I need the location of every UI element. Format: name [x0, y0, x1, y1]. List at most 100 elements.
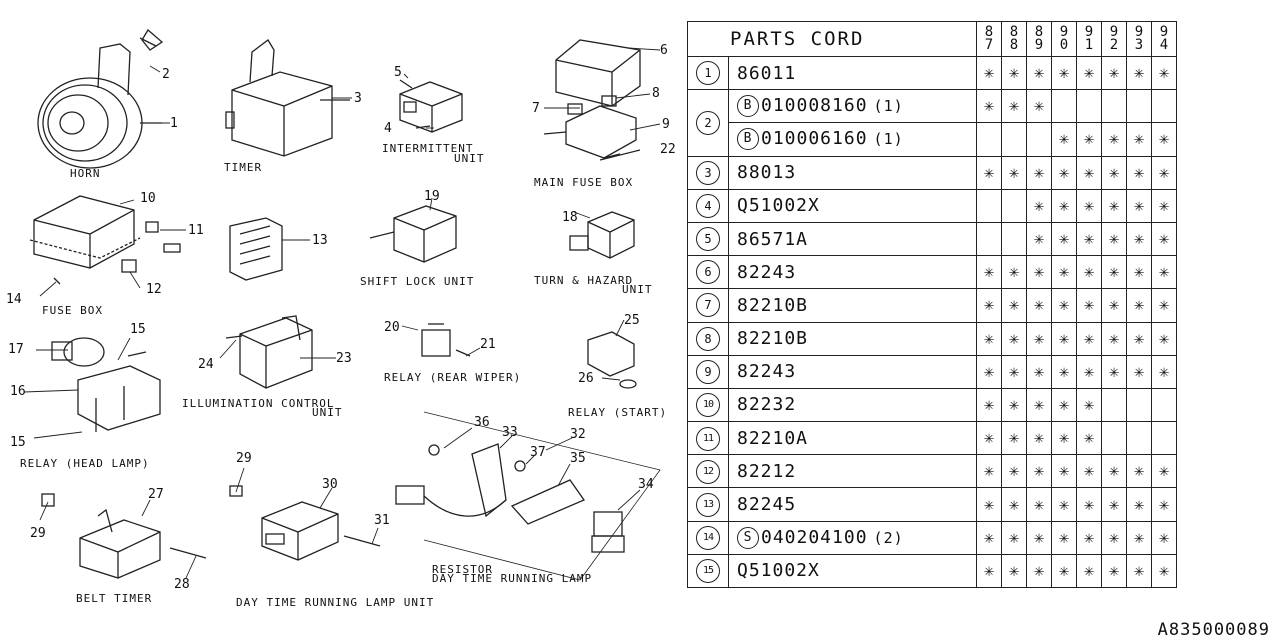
- horn-illustration: [37, 29, 164, 169]
- applicability-mark: ✳: [1033, 494, 1045, 515]
- applicability-mark: ✳: [1058, 527, 1070, 548]
- applicability-cell: ✳: [1051, 221, 1077, 257]
- intermittent-label: INTERMITTENT: [382, 142, 474, 155]
- applicability-mark: ✳: [1083, 328, 1095, 349]
- applicability-cell: ✳: [1026, 255, 1052, 290]
- applicability-mark: ✳: [983, 461, 995, 482]
- applicability-cell: ✳: [1001, 520, 1027, 555]
- part-code: 86011: [737, 62, 797, 84]
- resistor-drl-label: DAY TIME RUNNING LAMP: [432, 572, 593, 585]
- applicability-mark: ✳: [1008, 361, 1020, 382]
- applicability-cell: ✳: [1026, 188, 1052, 223]
- row-index-cell: 15: [687, 553, 729, 589]
- intermittent-unit-illustration: [399, 79, 463, 133]
- applicability-mark: ✳: [1058, 195, 1070, 216]
- callout-number: 23: [336, 351, 352, 366]
- callout-number: 20: [384, 320, 400, 335]
- applicability-mark: ✳: [983, 494, 995, 515]
- applicability-mark: ✳: [1083, 361, 1095, 382]
- applicability-mark: ✳: [1083, 295, 1095, 316]
- callout-number: 4: [384, 121, 392, 136]
- applicability-mark: ✳: [1133, 63, 1145, 84]
- row-index-cell: 12: [687, 454, 729, 489]
- applicability-mark: ✳: [1133, 494, 1145, 515]
- applicability-cell: ✳: [1051, 122, 1077, 157]
- belt-timer-illustration: [41, 493, 207, 579]
- applicability-mark: ✳: [1108, 63, 1120, 84]
- applicability-mark: ✳: [1158, 328, 1170, 349]
- applicability-mark: ✳: [1083, 394, 1095, 415]
- applicability-cell: ✳: [1151, 288, 1177, 323]
- applicability-cell: ✳: [1101, 188, 1127, 223]
- applicability-mark: ✳: [1008, 527, 1020, 548]
- applicability-cell: ✳: [1151, 454, 1177, 489]
- applicability-mark: ✳: [1083, 63, 1095, 84]
- shift-lock-unit-label: SHIFT LOCK UNIT: [360, 275, 475, 288]
- applicability-mark: ✳: [1158, 461, 1170, 482]
- row-index-cell: 10: [687, 387, 729, 423]
- applicability-mark: ✳: [1133, 361, 1145, 382]
- row-index-number: 9: [696, 359, 720, 384]
- applicability-mark: ✳: [983, 394, 995, 415]
- applicability-mark: ✳: [1058, 328, 1070, 349]
- applicability-mark: ✳: [983, 63, 995, 84]
- part-code: 040204100: [761, 526, 868, 548]
- applicability-mark: ✳: [1008, 262, 1020, 283]
- applicability-mark: ✳: [1108, 162, 1120, 183]
- row-index-number: 4: [696, 193, 720, 218]
- applicability-mark: ✳: [1133, 129, 1145, 150]
- resistor-label: RESISTOR: [432, 563, 493, 576]
- applicability-mark: ✳: [1108, 129, 1120, 150]
- callout-number: 5: [394, 65, 402, 80]
- part-code: 010008160: [761, 95, 868, 117]
- part-code-cell: 82210A: [728, 421, 977, 456]
- applicability-cell: ✳: [1151, 321, 1177, 356]
- applicability-cell: [1051, 89, 1077, 124]
- applicability-mark: ✳: [1083, 195, 1095, 216]
- applicability-mark: ✳: [1133, 461, 1145, 482]
- applicability-mark: ✳: [1033, 262, 1045, 283]
- applicability-cell: ✳: [1026, 421, 1052, 456]
- applicability-mark: ✳: [983, 295, 995, 316]
- applicability-mark: ✳: [1008, 428, 1020, 449]
- part-code-cell: 82210B: [728, 288, 977, 323]
- applicability-cell: ✳: [976, 387, 1002, 423]
- applicability-mark: ✳: [1108, 328, 1120, 349]
- callout-number: 10: [140, 191, 156, 206]
- applicability-mark: ✳: [1158, 63, 1170, 84]
- callout-number: 22: [660, 142, 676, 157]
- part-code-cell: 82232: [728, 387, 977, 423]
- applicability-cell: ✳: [1101, 55, 1127, 91]
- applicability-cell: ✳: [1026, 55, 1052, 91]
- applicability-mark: ✳: [1158, 527, 1170, 548]
- applicability-mark: ✳: [1133, 229, 1145, 250]
- applicability-cell: ✳: [1126, 454, 1152, 489]
- applicability-mark: ✳: [1033, 96, 1045, 117]
- part-code: 82210A: [737, 427, 809, 449]
- applicability-cell: ✳: [976, 321, 1002, 356]
- applicability-mark: ✳: [1008, 295, 1020, 316]
- callout-number: 14: [6, 292, 22, 307]
- part-code: 82232: [737, 394, 797, 416]
- callout-number: 29: [30, 526, 46, 541]
- applicability-cell: ✳: [1101, 454, 1127, 489]
- applicability-cell: ✳: [1101, 520, 1127, 555]
- applicability-cell: ✳: [1001, 55, 1027, 91]
- row-index-number: 14: [696, 526, 720, 551]
- row-index-number: 12: [696, 459, 720, 484]
- applicability-mark: ✳: [1058, 461, 1070, 482]
- applicability-mark: ✳: [1033, 63, 1045, 84]
- applicability-cell: ✳: [1026, 155, 1052, 190]
- callout-number: 13: [312, 233, 328, 248]
- applicability-cell: ✳: [1101, 321, 1127, 356]
- applicability-cell: [1076, 89, 1102, 124]
- illumination-control-unit-illustration: [225, 315, 313, 389]
- applicability-mark: ✳: [1033, 428, 1045, 449]
- applicability-mark: ✳: [1033, 229, 1045, 250]
